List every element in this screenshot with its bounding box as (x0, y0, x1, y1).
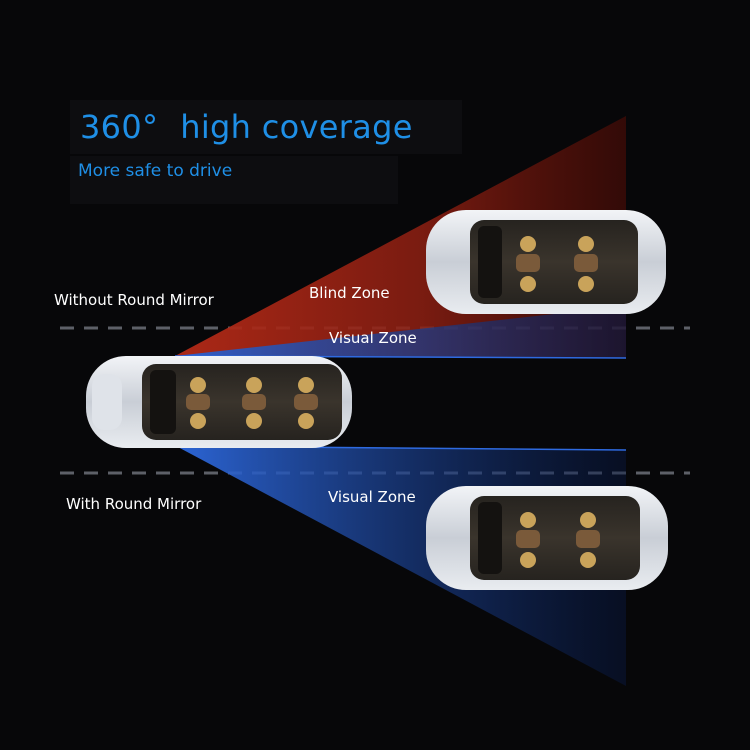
page-subtitle: More safe to drive (78, 161, 233, 181)
bottom-right-car (426, 486, 668, 590)
title-text: high coverage (180, 108, 413, 146)
page-title: 360° high coverage (80, 108, 413, 146)
subtitle-backdrop (70, 156, 398, 204)
label-without-round-mirror: Without Round Mirror (54, 291, 214, 309)
label-visual-zone-bottom: Visual Zone (328, 488, 416, 506)
label-blind-zone: Blind Zone (309, 284, 390, 302)
title-number: 360° (80, 108, 159, 146)
main-car (86, 356, 352, 448)
label-visual-zone-top: Visual Zone (329, 329, 417, 347)
top-right-car (426, 210, 666, 314)
title-backdrop (70, 100, 462, 154)
label-with-round-mirror: With Round Mirror (66, 495, 202, 513)
visual-zone-top-wedge (175, 306, 626, 358)
